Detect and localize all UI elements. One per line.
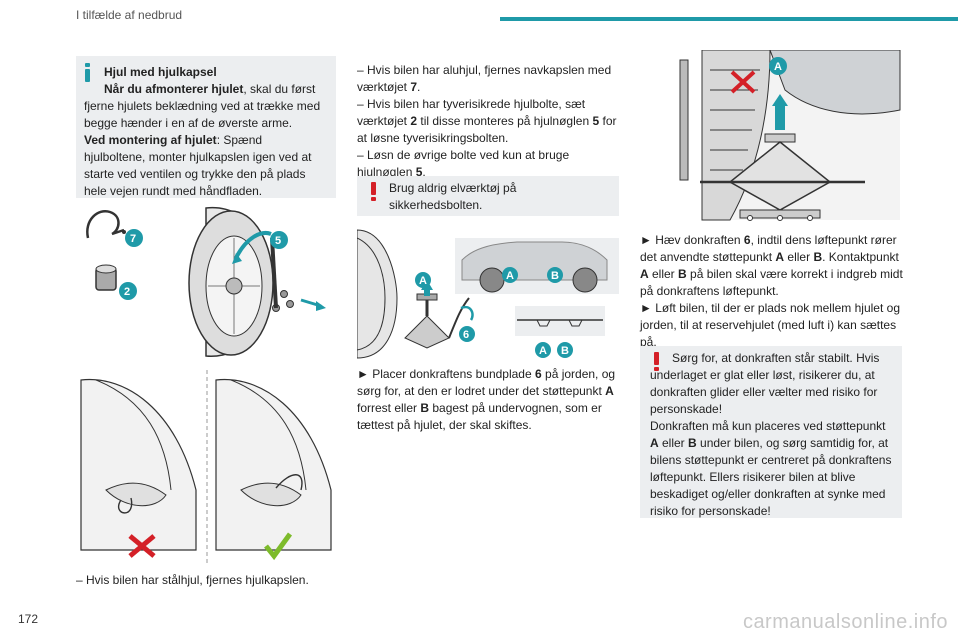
- header-accent-bar: [500, 17, 958, 21]
- info-box-hubcap: Hjul med hjulkapsel Når du afmonterer hj…: [76, 56, 336, 205]
- correct-grip-panel: [215, 378, 332, 551]
- warning-box-power-tools: Brug aldrig elværktøj på sikkerhedsbolte…: [357, 176, 619, 216]
- warn-stability-p1: Sørg for, at donkraften står stabilt. Hv…: [650, 351, 880, 416]
- callout-2: 2: [124, 286, 130, 298]
- warning-box-jack-stability: Sørg for, at donkraften står stabilt. Hv…: [640, 346, 902, 518]
- figure-jack-placement: A B A 6 A B: [357, 229, 619, 359]
- aluwheel-line: – Hvis bilen har aluhjul, fjernes navkap…: [357, 63, 612, 94]
- loosen-line: – Løsn de øvrige bolte ved kun at bruge …: [357, 148, 570, 179]
- info-mount-bold: Ved montering af hjulet: [84, 133, 217, 147]
- info-title: Hjul med hjulkapsel: [104, 65, 217, 79]
- place-jack-text: ► Placer donkraftens bundplade 6 på jord…: [357, 367, 616, 432]
- callout-5: 5: [275, 235, 281, 247]
- raise-jack-text: ► Hæv donkraften 6, indtil dens løftepun…: [640, 233, 903, 349]
- callout-7: 7: [130, 233, 136, 245]
- callout-5-badge: [270, 231, 288, 249]
- car-label-a: A: [506, 270, 514, 282]
- warning-icon-jack: [654, 352, 660, 371]
- figure-hubcap-grip: [80, 370, 332, 565]
- info-mount-text: : Spænd hjulboltene, monter hjulkapslen …: [84, 133, 312, 198]
- detail-label-a: A: [539, 345, 547, 357]
- warning-text: Brug aldrig elværktøj på sikkerhedsbolte…: [389, 181, 517, 212]
- wheel-drawing: [188, 207, 294, 357]
- info-box-text: Hjul med hjulkapsel Når du afmonterer hj…: [84, 64, 326, 200]
- jack-label-a: A: [419, 275, 427, 287]
- info-lead-text: , skal du først fjerne hjulets beklædnin…: [84, 82, 321, 130]
- watermark: carmanualsonline.info: [742, 611, 948, 633]
- cross-wrong-position-icon: [730, 70, 756, 94]
- wrench-5: [270, 237, 278, 309]
- callout-7-badge: [125, 229, 143, 247]
- detail-label-b: B: [561, 345, 569, 357]
- info-lead-bold: Når du afmonterer hjulet: [104, 82, 244, 96]
- figure-wheel-removal: 7 2 5: [76, 198, 336, 358]
- wrong-grip-panel: [80, 378, 197, 551]
- jack-label-6: 6: [463, 329, 469, 341]
- warn-stability-p2: Donkraften må kun placeres ved støttepun…: [650, 419, 892, 518]
- raise-label-a: A: [774, 61, 782, 73]
- car-label-b: B: [551, 270, 559, 282]
- info-icon: [85, 63, 90, 82]
- lift-car-text: ► Løft bilen, til der er plads nok melle…: [640, 301, 900, 349]
- figure-jack-raise: A: [640, 50, 902, 226]
- callout-2-badge: [119, 282, 137, 300]
- check-correct-icon: [264, 532, 293, 561]
- section-title: I tilfælde af nedbrud: [76, 8, 183, 22]
- cross-wrong-icon: [128, 534, 156, 558]
- jack-drawing: [404, 293, 470, 349]
- page-number: 172: [18, 612, 39, 626]
- steel-wheel-text: – Hvis bilen har stålhjul, fjernes hjulk…: [76, 573, 309, 587]
- warning-icon: [371, 182, 377, 201]
- antitheft-line: – Hvis bilen har tyverisikrede hjulbolte…: [357, 97, 617, 145]
- col2-instructions: – Hvis bilen har aluhjul, fjernes navkap…: [357, 62, 621, 181]
- scissor-jack-drawing: [700, 133, 865, 221]
- hook-tool-7: [86, 209, 125, 239]
